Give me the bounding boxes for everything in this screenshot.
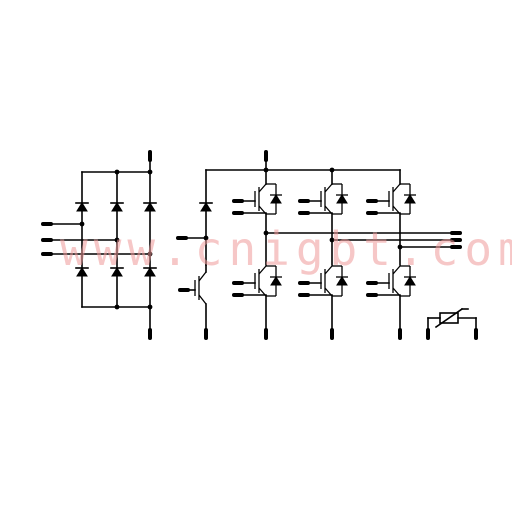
phase-outputs	[263, 230, 462, 250]
inverter-igbt-high-3	[366, 183, 416, 215]
rectifier-diode-lower-2	[110, 267, 124, 277]
three-phase-inverter	[232, 169, 416, 340]
ntc-thermistor	[426, 307, 478, 340]
inverter-igbt-high-2	[298, 183, 348, 215]
rectifier-diode-upper-2	[110, 202, 124, 212]
inverter-igbt-low-2	[298, 265, 348, 297]
brake-igbt	[178, 264, 208, 340]
brake-chopper	[176, 169, 213, 340]
rectifier-diode-upper-1	[75, 202, 89, 212]
dc-bus	[205, 150, 401, 173]
rectifier-diode-lower-1	[75, 267, 89, 277]
inverter-igbt-low-1	[232, 265, 282, 297]
inverter-leg-3	[366, 169, 416, 340]
inverter-igbt-high-1	[232, 183, 282, 215]
rectifier-diode-lower-3	[143, 267, 157, 277]
rectifier-diode-upper-3	[143, 202, 157, 212]
rectifier-bridge	[41, 150, 157, 340]
inverter-leg-1	[232, 169, 282, 340]
brake-diode	[199, 202, 213, 212]
inverter-igbt-low-3	[366, 265, 416, 297]
inverter-leg-2	[298, 169, 348, 340]
